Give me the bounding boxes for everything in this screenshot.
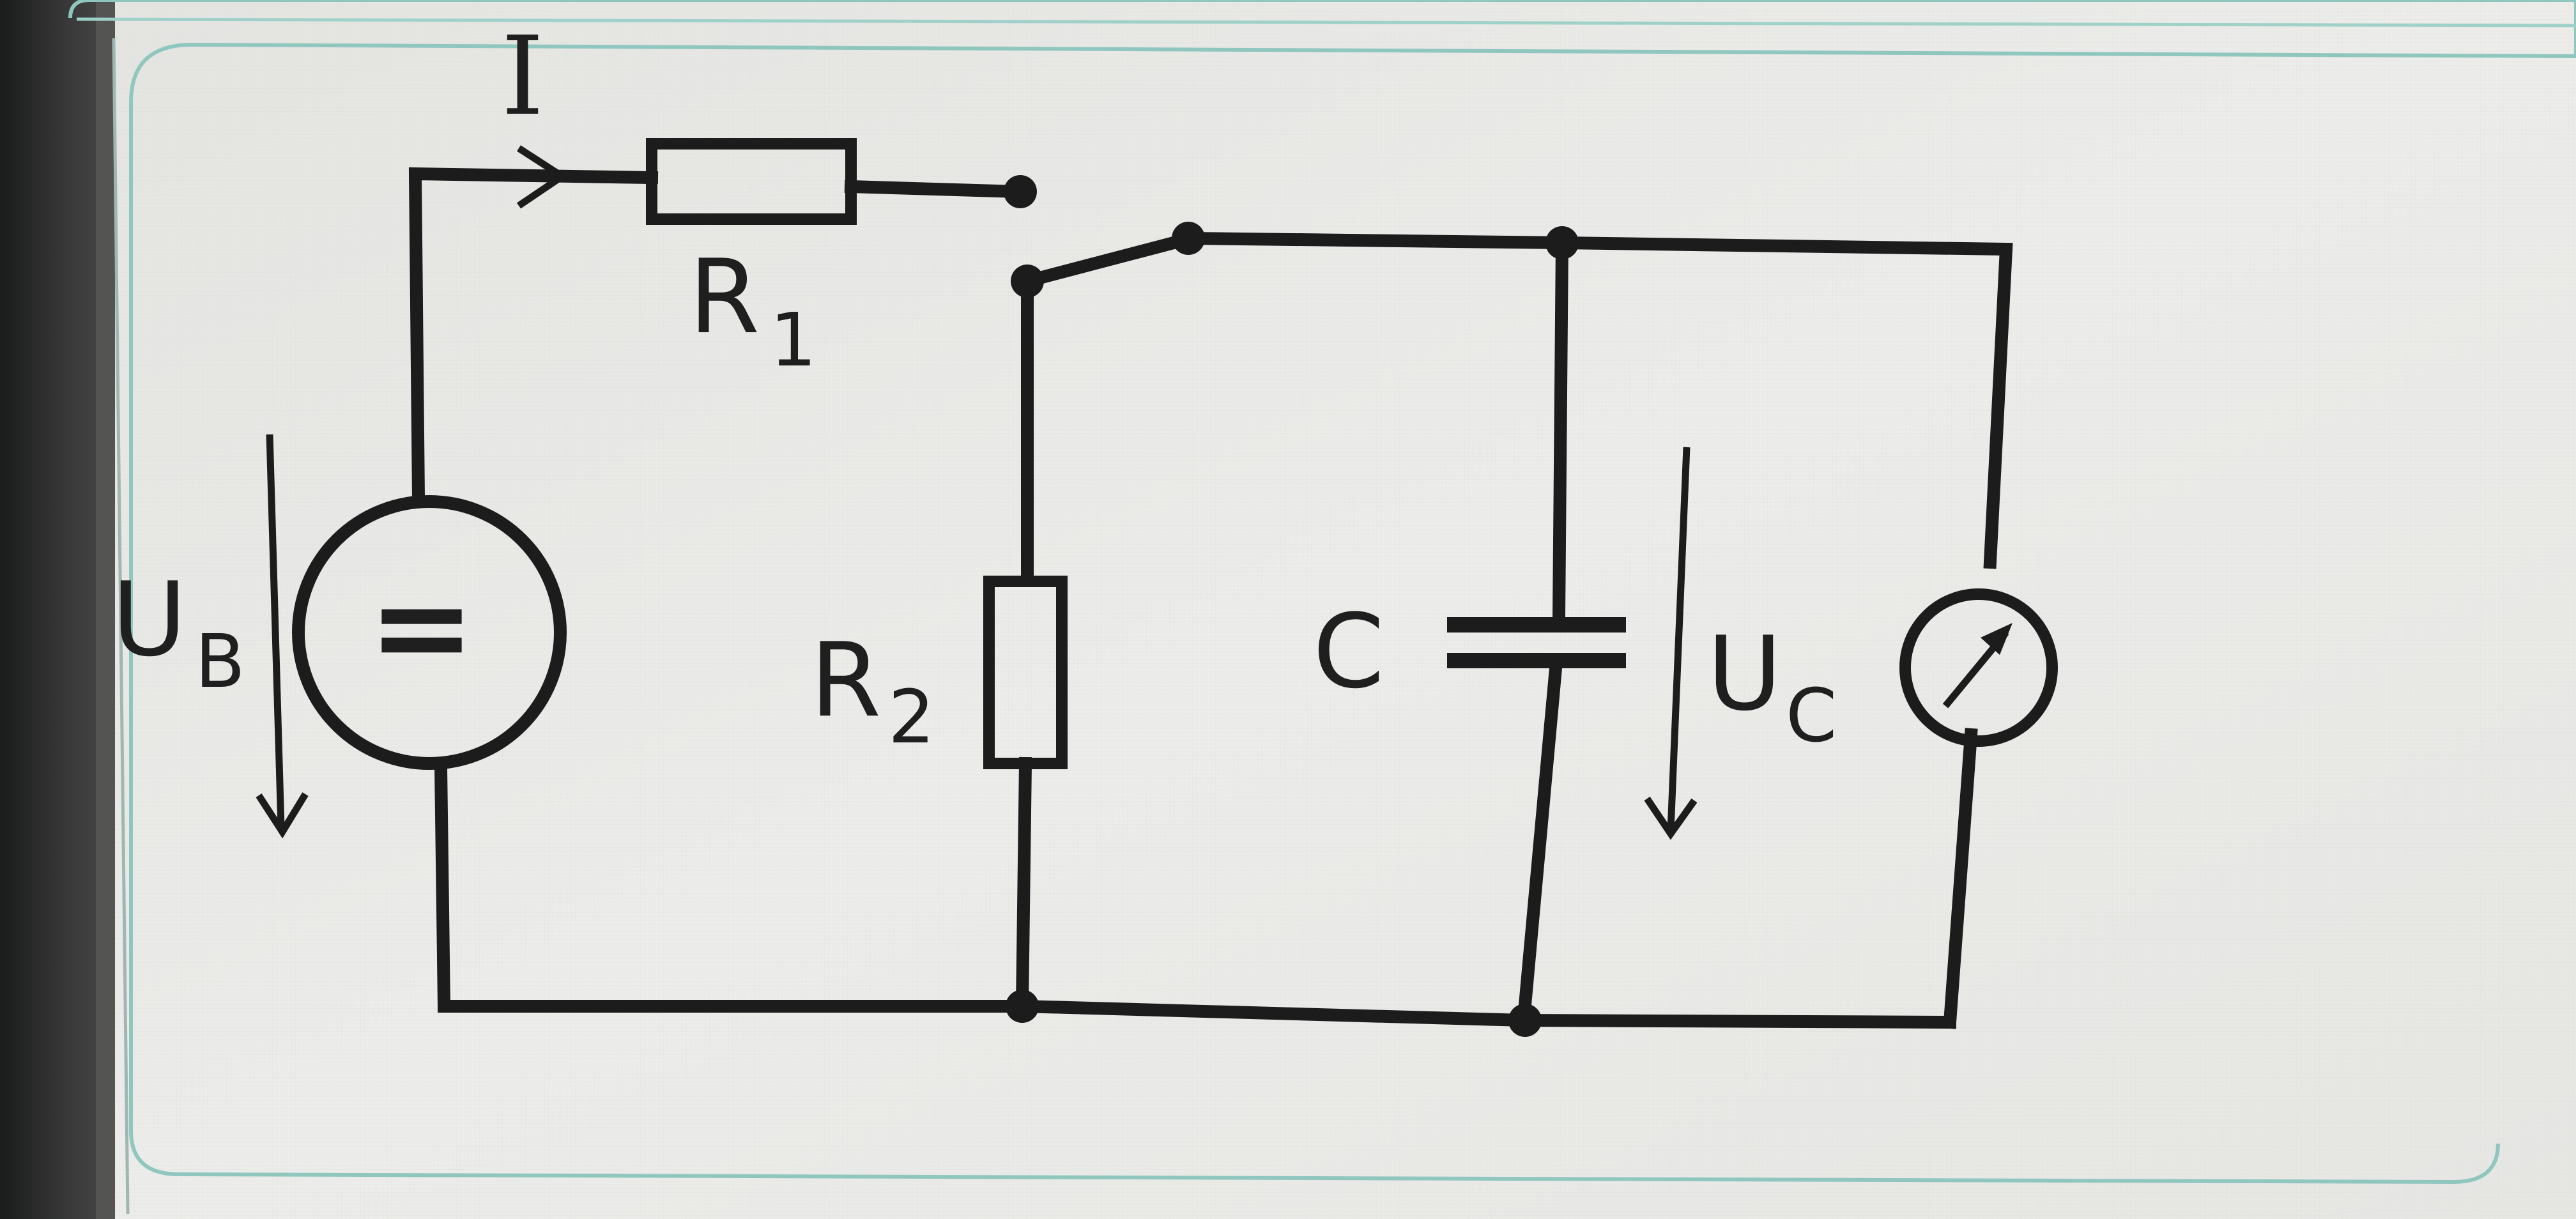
wire-r2-bottom <box>1015 756 1032 1013</box>
uc-index: C <box>1786 673 1837 759</box>
r1-label: R 1 <box>689 237 816 383</box>
switch-lever <box>1019 231 1197 289</box>
ub-letter: U <box>112 560 187 679</box>
ub-arrow <box>266 434 285 828</box>
uc-letter: U <box>1707 614 1782 733</box>
wire-top-left <box>408 167 659 505</box>
r2-label: R 2 <box>810 620 935 760</box>
r1-index: 1 <box>770 298 816 383</box>
wire-cap-bottom <box>1517 661 1563 1026</box>
r1-letter: R <box>689 237 760 356</box>
frame-left-line <box>112 38 130 1215</box>
uc-arrow-head <box>1644 796 1698 840</box>
capacitor-label: C <box>1313 592 1384 711</box>
wire-r1-switch <box>844 180 1026 199</box>
uc-arrow <box>1667 447 1690 831</box>
capacitor-plate-bottom <box>1447 653 1626 668</box>
frame-top-line <box>76 17 2576 27</box>
source-symbol: = <box>368 553 475 702</box>
diagram-frame <box>68 0 2576 1184</box>
current-label: I <box>501 13 544 140</box>
r2-letter: R <box>810 620 881 740</box>
voltage-source <box>292 495 567 770</box>
r2-index: 2 <box>888 675 935 760</box>
ub-index: B <box>195 619 245 705</box>
wire-meter-bottom <box>1943 728 1978 1029</box>
uc-label: U C <box>1707 614 1837 759</box>
node-bottom-r2 <box>1006 990 1039 1023</box>
current-arrow <box>516 145 569 209</box>
node-bottom-cap <box>1508 1004 1542 1037</box>
switch-contact-1 <box>1004 175 1037 208</box>
ub-label: U B <box>112 560 245 705</box>
meter-needle-tip <box>1981 623 2012 655</box>
voltmeter <box>1899 588 2058 747</box>
capacitor-plate-top <box>1447 617 1626 632</box>
ub-arrow-head <box>256 792 309 839</box>
wire-top-right <box>1181 231 2013 569</box>
wire-cap-top <box>1552 236 1569 624</box>
